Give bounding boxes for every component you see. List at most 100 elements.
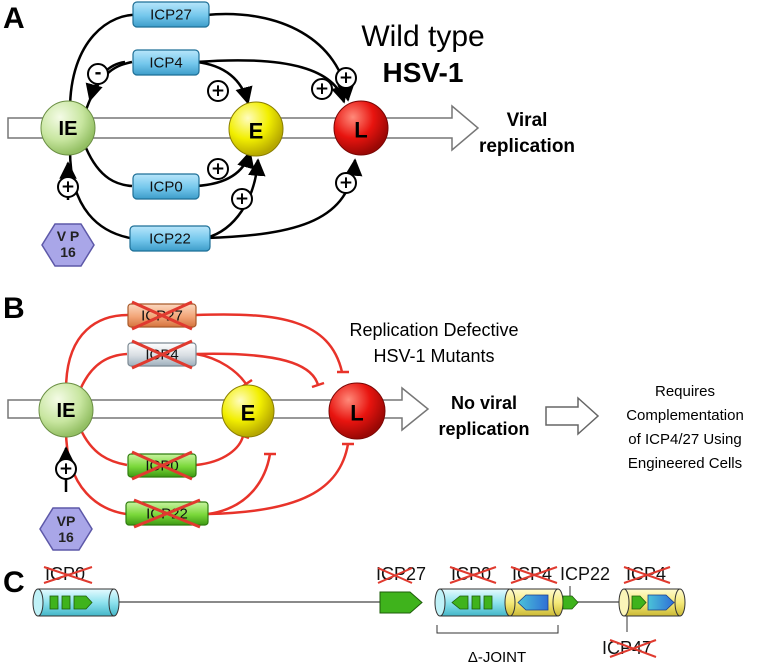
plus-sign-text: + (61, 177, 75, 197)
gene-label-icp0: ICP0 (149, 179, 182, 196)
plus-sign-text: + (59, 459, 73, 479)
plus-sign-icon (57, 176, 79, 198)
inhibited-curve (195, 435, 245, 467)
panel-a-outcome-line1: Viral (507, 110, 548, 131)
requirement-line-2: Complementation (626, 407, 744, 424)
gene-label-icp22: ICP22 (149, 231, 191, 248)
icp27-gene-arrow (379, 591, 423, 614)
gene-box-icp22-deleted: ICP22 (125, 498, 209, 529)
node-early (228, 101, 284, 157)
plus-sign-icon (311, 78, 333, 100)
gene-label-icp27: ICP27 (150, 7, 192, 24)
gene-label-icp4: ICP4 (149, 55, 182, 72)
deletion-cross-icon (377, 567, 413, 584)
requirement-line-3: of ICP4/27 Using (628, 431, 741, 448)
panel-a: A ICP27 ICP4 ICP0 (3, 1, 575, 267)
panel-b-outcome-line2: replication (438, 419, 529, 439)
plus-sign-icon (207, 158, 229, 180)
gene-box-icp27-deleted: ICP27 (127, 300, 197, 331)
joint-bracket (436, 625, 559, 634)
minus-sign-icon (87, 63, 109, 85)
gene-box-icp0-deleted: ICP0 (127, 450, 197, 481)
plus-sign-icon (231, 188, 253, 210)
node-early-label: E (249, 119, 264, 144)
gene-box-icp22: ICP22 (129, 225, 211, 252)
icp4-to-late-curve (195, 59, 349, 104)
deletion-cross-icon (43, 566, 93, 584)
vp16-label-line2: 16 (58, 529, 74, 545)
ie-to-icp0-curve (84, 147, 133, 188)
panel-c: C ICP0 ICP27 (3, 564, 686, 666)
node-ie-label: IE (59, 118, 78, 140)
requirement-arrow-icon (545, 396, 600, 436)
node-ie-label: IE (57, 400, 76, 422)
icp0-to-early-curve (195, 150, 255, 188)
deletion-cross-icon (131, 300, 193, 331)
joint-region (434, 588, 579, 617)
inhibited-curve (195, 352, 248, 385)
requirement-line-4: Engineered Cells (628, 455, 742, 472)
label-joint: Δ-JOINT (468, 649, 526, 666)
deletion-cross-icon (449, 566, 497, 584)
node-early (221, 384, 275, 438)
node-late-label: L (350, 401, 363, 426)
vp16-label-line1: VP (57, 513, 76, 529)
inhibited-curve (78, 352, 128, 391)
plus-sign-icon (207, 80, 229, 102)
deletion-cross-icon (133, 498, 201, 529)
gene-box-icp4-deleted: ICP4 (127, 339, 197, 370)
node-late (333, 100, 389, 156)
repeat-region-right (618, 588, 686, 617)
inhibited-curve (195, 352, 320, 386)
requirement-line-1: Requires (655, 383, 715, 400)
icp22-to-early-curve (205, 158, 266, 240)
deletion-cross-icon (609, 639, 657, 658)
panel-b-letter: B (3, 292, 25, 325)
gene-box-icp4: ICP4 (132, 49, 200, 76)
node-ie (40, 100, 96, 156)
plus-sign-icon (335, 67, 357, 89)
node-ie (38, 382, 94, 438)
deletion-cross-icon (623, 566, 671, 584)
deletion-cross-icon (131, 339, 193, 370)
panel-c-letter: C (3, 566, 25, 599)
panel-b-subtitle: HSV-1 Mutants (373, 346, 494, 366)
icp4-to-early-curve (195, 60, 253, 105)
panel-b-title: Replication Defective (349, 320, 518, 340)
gene-box-icp27: ICP27 (132, 1, 210, 28)
gene-box-icp0: ICP0 (132, 173, 200, 200)
plus-sign-text: + (211, 159, 225, 179)
repeat-region-left (32, 588, 120, 617)
vp16-label-line2: 16 (60, 244, 76, 260)
ie-to-icp27-curve (68, 13, 141, 111)
minus-sign-text: - (94, 63, 101, 83)
plus-sign-text: + (339, 68, 353, 88)
label-icp47: ICP47 (602, 638, 652, 658)
inhibited-curve (207, 453, 272, 516)
panel-a-outcome-line2: replication (479, 136, 575, 157)
plus-sign-text: + (235, 189, 249, 209)
vp16-label-line1: V P (57, 228, 80, 244)
panel-a-title: Wild type (361, 20, 484, 53)
inhibited-curve (207, 443, 350, 516)
inhibited-curve (64, 313, 129, 391)
plus-sign-text: + (211, 81, 225, 101)
panel-a-letter: A (3, 2, 25, 35)
plus-sign-icon (335, 172, 357, 194)
plus-sign-text: + (315, 79, 329, 99)
panel-b: B ICP27 (3, 292, 744, 551)
panel-b-outcome-line1: No viral (451, 393, 517, 413)
label-icp22: ICP22 (560, 564, 610, 584)
deletion-cross-icon (510, 566, 558, 584)
node-early-label: E (241, 401, 256, 426)
panel-a-subtitle: HSV-1 (383, 57, 464, 88)
plus-sign-text: + (339, 173, 353, 193)
plus-sign-icon (55, 458, 77, 480)
deletion-cross-icon (131, 450, 193, 481)
vp16-hexagon-icon (39, 507, 93, 551)
inhibited-curve (195, 313, 344, 373)
inhibition-bar (311, 381, 325, 389)
node-late-label: L (354, 118, 367, 143)
node-late (328, 382, 386, 440)
